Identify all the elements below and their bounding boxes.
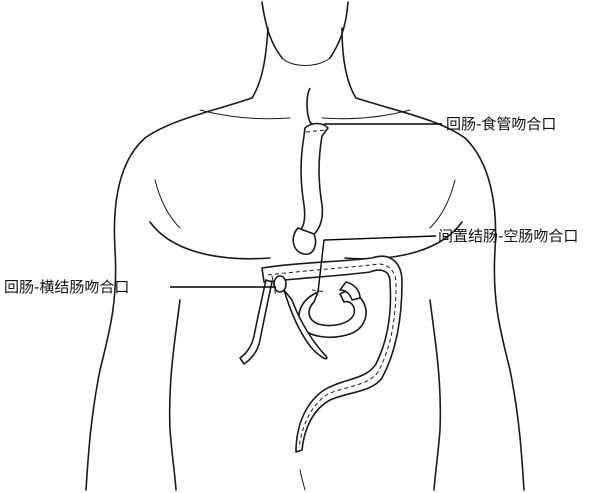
jejunal-loop xyxy=(299,282,366,337)
label-ileo-esophageal-anastomosis: 回肠-食管吻合口 xyxy=(446,115,556,133)
label-ileo-transverse-colon-anastomosis: 回肠-横结肠吻合口 xyxy=(4,278,129,296)
ileal-limb xyxy=(240,276,327,364)
ileal-conduit xyxy=(293,88,328,254)
label-interposed-colon-jejunal-anastomosis: 间置结肠-空肠吻合口 xyxy=(438,227,578,245)
anastomosis-seam-jejunal xyxy=(312,290,326,292)
